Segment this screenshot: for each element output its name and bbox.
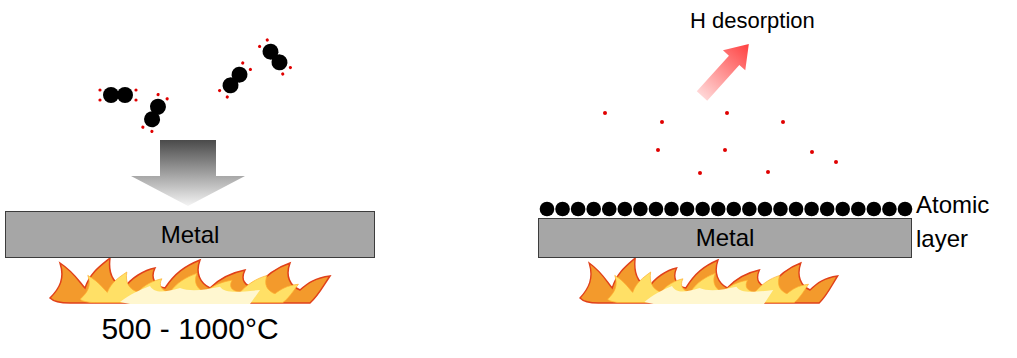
atom — [602, 202, 617, 217]
atom — [851, 202, 866, 217]
atom — [571, 202, 586, 217]
atom — [711, 202, 726, 217]
metal-substrate: Metal — [538, 218, 912, 258]
atom — [618, 202, 633, 217]
h2-molecule — [139, 92, 170, 134]
substrate-label: Metal — [161, 221, 220, 249]
annotation-label: 500 - 1000°C — [95, 312, 285, 346]
atom — [649, 202, 664, 217]
atom — [882, 202, 897, 217]
atom — [726, 202, 741, 217]
flame — [580, 258, 838, 304]
atom — [555, 202, 570, 217]
atom — [586, 202, 601, 217]
atom — [680, 202, 695, 217]
deposition-arrow — [131, 140, 245, 206]
atom — [789, 202, 804, 217]
annotation-label: H desorption — [690, 8, 860, 34]
atom — [742, 202, 757, 217]
h2-molecule — [98, 87, 137, 103]
atom — [820, 202, 835, 217]
atom — [898, 202, 913, 217]
atom — [867, 202, 882, 217]
atomic-layer — [540, 202, 913, 217]
metal-substrate: Metal — [5, 211, 375, 258]
atom — [664, 202, 679, 217]
desorption-arrow — [691, 34, 760, 106]
atom — [758, 202, 773, 217]
substrate-label: Metal — [696, 224, 755, 252]
flame — [50, 258, 330, 304]
atom — [540, 202, 555, 217]
atom — [804, 202, 819, 217]
h2-molecule — [216, 60, 253, 100]
annotation-label: Atomic layer — [916, 188, 1000, 256]
hydrogen-atoms — [603, 111, 838, 175]
atom — [835, 202, 850, 217]
atom — [695, 202, 710, 217]
atom — [633, 202, 648, 217]
h2-molecule — [256, 37, 293, 77]
atom — [773, 202, 788, 217]
